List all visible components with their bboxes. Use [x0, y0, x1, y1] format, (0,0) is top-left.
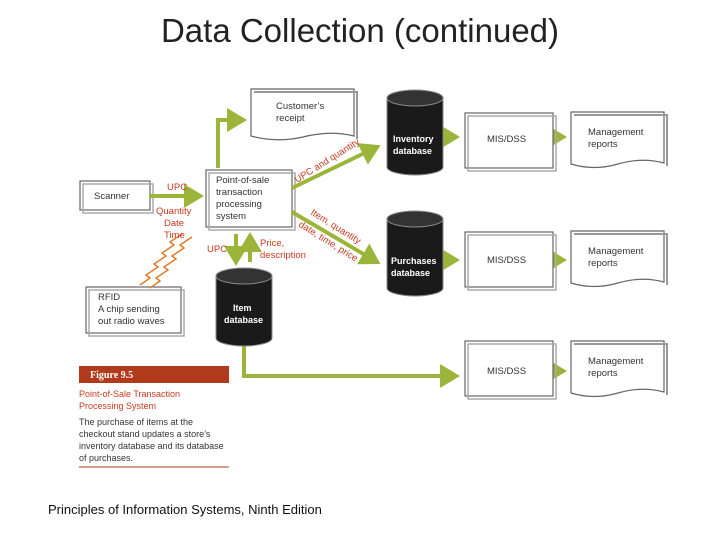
flow-quantity: Quantity: [156, 206, 192, 217]
management-reports-2: Management reports: [570, 230, 668, 288]
flow-upc: UPC: [167, 182, 187, 193]
receipt-label-1: Customer’s: [276, 101, 324, 112]
inventory-db-label-2: database: [393, 146, 432, 156]
scanner-box: Scanner: [79, 180, 154, 214]
pos-label-3: processing: [216, 199, 262, 210]
pos-label-2: transaction: [216, 187, 262, 198]
arrow-item-db-to-mis: [242, 340, 460, 388]
reports-2-label-1: Management: [588, 246, 644, 257]
customer-receipt: Customer’s receipt: [250, 88, 358, 141]
mis-dss-label-1: MIS/DSS: [487, 134, 526, 145]
management-reports-3: Management reports: [570, 340, 668, 398]
purchases-db-label-2: database: [391, 268, 430, 278]
scanner-flow-labels: UPC Quantity Date Time: [156, 182, 192, 241]
rfid-label-1: RFID: [98, 292, 120, 303]
radio-waves-icon: [139, 233, 193, 289]
purchases-db-label-1: Purchases: [391, 256, 437, 266]
item-db-label-2: database: [224, 315, 263, 325]
arrow-pos-to-receipt: [216, 108, 247, 168]
figure-number: Figure 9.5: [90, 370, 133, 381]
figure-text-4: of purchases.: [79, 453, 133, 463]
figure-text-1: The purchase of items at the: [79, 417, 193, 427]
management-reports-1: Management reports: [570, 111, 668, 169]
reports-1-label-1: Management: [588, 127, 644, 138]
scanner-label: Scanner: [94, 191, 129, 202]
receipt-label-2: receipt: [276, 113, 305, 124]
figure-title-1: Point-of-Sale Transaction: [79, 389, 180, 399]
upc-label: UPC: [207, 244, 227, 255]
item-database: Item database: [215, 267, 273, 347]
mis-dss-box-1: MIS/DSS: [464, 112, 557, 172]
mis-dss-label-3: MIS/DSS: [487, 366, 526, 377]
arrow-pos-to-purchases: [290, 210, 381, 265]
reports-3-label-1: Management: [588, 356, 644, 367]
mis-dss-box-3: MIS/DSS: [464, 340, 557, 400]
inventory-database: Inventory database: [386, 89, 444, 176]
slide-footer: Principles of Information Systems, Ninth…: [48, 502, 322, 517]
pos-system-box: Point-of-sale transaction processing sys…: [205, 169, 296, 231]
mis-dss-label-2: MIS/DSS: [487, 255, 526, 266]
figure-text-3: inventory database and its database: [79, 441, 224, 451]
purchases-database: Purchases database: [386, 210, 444, 297]
reports-1-label-2: reports: [588, 139, 618, 150]
reports-3-label-2: reports: [588, 368, 618, 379]
pos-label-4: system: [216, 211, 246, 222]
rfid-label-3: out radio waves: [98, 316, 165, 327]
item-db-label-1: Item: [233, 303, 252, 313]
price-label-1: Price,: [260, 238, 284, 249]
slide-title: Data Collection (continued): [160, 12, 560, 49]
figure-text-2: checkout stand updates a store’s: [79, 429, 211, 439]
price-label-2: description: [260, 250, 306, 261]
inventory-db-label-1: Inventory: [393, 134, 434, 144]
rfid-box: RFID A chip sending out radio waves: [85, 286, 185, 337]
flow-date: Date: [164, 218, 184, 229]
arrow-pos-to-inventory: [291, 143, 381, 190]
rfid-label-2: A chip sending: [98, 304, 160, 315]
flow-arrows: [150, 108, 567, 388]
figure-title-2: Processing System: [79, 401, 156, 411]
reports-2-label-2: reports: [588, 258, 618, 269]
flow-time: Time: [164, 230, 185, 241]
mis-dss-box-2: MIS/DSS: [464, 231, 557, 291]
figure-caption: Figure 9.5 Point-of-Sale Transaction Pro…: [79, 366, 229, 468]
pos-label-1: Point-of-sale: [216, 175, 269, 186]
